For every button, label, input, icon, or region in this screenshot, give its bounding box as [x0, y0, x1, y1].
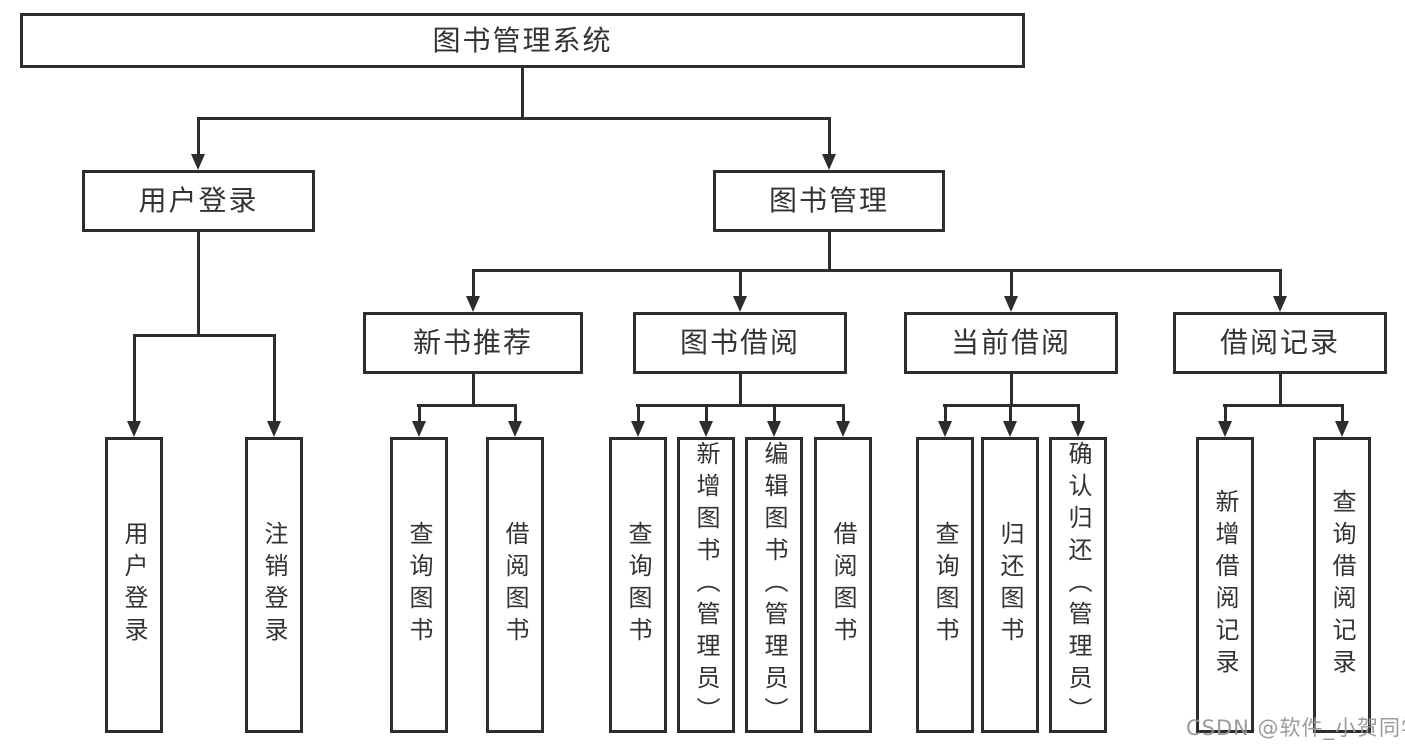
- connector-hline: [472, 269, 1282, 272]
- node-new-book-recommend: 新书推荐: [363, 312, 583, 374]
- arrowhead-icon: [1071, 421, 1085, 437]
- connector-vline: [197, 232, 200, 336]
- leaf-query-book-3: 查询图书: [916, 437, 974, 733]
- node-label: 查询图书: [405, 521, 433, 649]
- node-borrow-record: 借阅记录: [1173, 312, 1387, 374]
- connector-vline: [842, 404, 845, 423]
- node-label: 用户登录: [138, 184, 259, 217]
- node-label: 查询图书: [931, 521, 959, 649]
- node-label: 图书借阅: [679, 326, 800, 359]
- arrowhead-icon: [127, 421, 141, 437]
- node-label: 新增借阅记录: [1211, 489, 1239, 681]
- arrowhead-icon: [631, 421, 645, 437]
- arrowhead-icon: [733, 296, 747, 312]
- connector-vline: [739, 374, 742, 406]
- arrowhead-icon: [466, 296, 480, 312]
- csdn-watermark: CSDN @软件_小贺同学: [1186, 716, 1405, 740]
- node-label: 图书管理系统: [432, 23, 613, 57]
- leaf-add-borrow-record: 新增借阅记录: [1196, 437, 1254, 733]
- connector-vline: [1341, 404, 1344, 423]
- connector-vline: [1009, 404, 1012, 423]
- node-label: 查询借阅记录: [1328, 489, 1356, 681]
- node-label: 借阅图书: [829, 521, 857, 649]
- arrowhead-icon: [767, 421, 781, 437]
- node-current-borrow: 当前借阅: [904, 312, 1118, 374]
- arrowhead-icon: [938, 421, 952, 437]
- leaf-query-book-2: 查询图书: [609, 437, 667, 733]
- connector-hline: [417, 404, 517, 407]
- node-label: 注销登录: [260, 521, 288, 649]
- node-label: 确认归还（管理员）: [1064, 441, 1092, 729]
- connector-hline: [133, 334, 276, 337]
- connector-vline: [1224, 404, 1227, 423]
- node-user-login: 用户登录: [82, 170, 315, 232]
- node-label: 查询图书: [624, 521, 652, 649]
- arrowhead-icon: [822, 154, 836, 170]
- connector-vline: [472, 269, 475, 298]
- node-label: 归还图书: [996, 521, 1024, 649]
- connector-vline: [197, 117, 200, 156]
- node-label: 新增图书（管理员）: [692, 441, 720, 729]
- leaf-query-book-1: 查询图书: [390, 437, 448, 733]
- node-label: 借阅记录: [1219, 326, 1340, 359]
- connector-vline: [828, 232, 831, 271]
- connector-vline: [273, 334, 276, 422]
- arrowhead-icon: [191, 154, 205, 170]
- node-label: 编辑图书（管理员）: [760, 441, 788, 729]
- node-book-management: 图书管理: [713, 170, 945, 232]
- arrowhead-icon: [1335, 421, 1349, 437]
- leaf-query-borrow-record: 查询借阅记录: [1313, 437, 1371, 733]
- connector-vline: [1010, 269, 1013, 298]
- leaf-user-login: 用户登录: [105, 437, 163, 733]
- connector-hline: [1223, 404, 1344, 407]
- connector-vline: [1279, 374, 1282, 406]
- connector-vline: [773, 404, 776, 423]
- leaf-edit-book-admin: 编辑图书（管理员）: [745, 437, 803, 733]
- node-label: 新书推荐: [412, 326, 533, 359]
- connector-vline: [1077, 404, 1080, 423]
- connector-vline: [472, 374, 475, 406]
- node-label: 用户登录: [120, 521, 148, 649]
- arrowhead-icon: [1218, 421, 1232, 437]
- connector-vline: [418, 404, 421, 423]
- node-label: 当前借阅: [950, 326, 1071, 359]
- connector-vline: [739, 269, 742, 298]
- arrowhead-icon: [836, 421, 850, 437]
- arrowhead-icon: [412, 421, 426, 437]
- connector-vline: [705, 404, 708, 423]
- arrowhead-icon: [508, 421, 522, 437]
- leaf-borrow-book-1: 借阅图书: [486, 437, 544, 733]
- arrowhead-icon: [1273, 296, 1287, 312]
- connector-vline: [1279, 269, 1282, 298]
- connector-vline: [944, 404, 947, 423]
- connector-vline: [637, 404, 640, 423]
- leaf-borrow-book-2: 借阅图书: [814, 437, 872, 733]
- leaf-return-book: 归还图书: [981, 437, 1039, 733]
- connector-vline: [133, 334, 136, 422]
- arrowhead-icon: [1003, 421, 1017, 437]
- node-book-borrow: 图书借阅: [633, 312, 847, 374]
- connector-vline: [514, 404, 517, 423]
- node-root-library-system: 图书管理系统: [20, 13, 1025, 68]
- arrowhead-icon: [1004, 296, 1018, 312]
- connector-hline: [197, 117, 831, 120]
- node-label: 图书管理: [768, 184, 889, 217]
- leaf-add-book-admin: 新增图书（管理员）: [677, 437, 735, 733]
- connector-vline: [828, 117, 831, 156]
- arrowhead-icon: [267, 421, 281, 437]
- connector-vline: [1010, 374, 1013, 406]
- arrowhead-icon: [699, 421, 713, 437]
- leaf-logout: 注销登录: [245, 437, 303, 733]
- node-label: 借阅图书: [501, 521, 529, 649]
- leaf-confirm-return-admin: 确认归还（管理员）: [1049, 437, 1107, 733]
- connector-vline: [521, 68, 524, 118]
- connector-hline: [636, 404, 845, 407]
